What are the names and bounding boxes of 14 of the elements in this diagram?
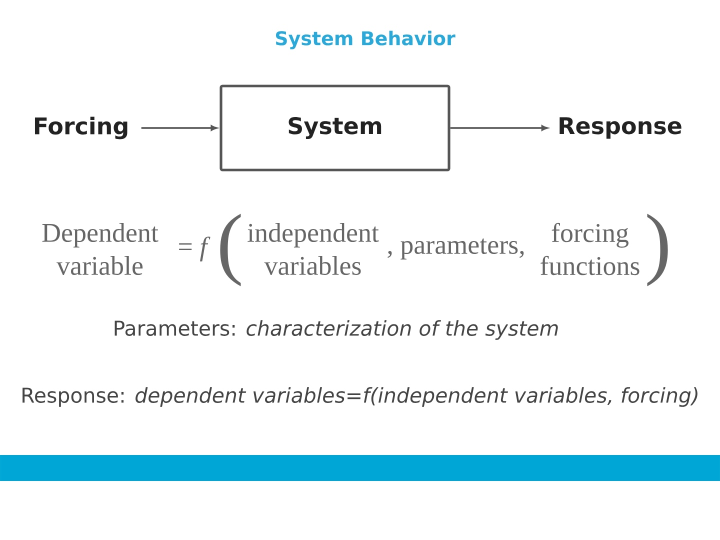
process-box: System xyxy=(220,84,450,172)
equation-term: = f xyxy=(179,236,210,262)
arrow xyxy=(450,125,548,131)
parenthesis: ) xyxy=(647,214,668,286)
equation-term: forcing functions xyxy=(540,222,640,276)
title: System Behavior xyxy=(276,30,456,50)
node-label: Forcing xyxy=(34,116,128,140)
arrow xyxy=(141,125,218,131)
note-text: Parameters: characterization of the system xyxy=(114,320,558,340)
node-label: Response xyxy=(560,117,682,139)
equation-term: Dependent variable xyxy=(42,223,158,275)
equation-term: independent variables xyxy=(248,223,379,275)
equation-term: , parameters, xyxy=(388,238,524,260)
note-text: Response: dependent variables=f(independent variables, forcing) xyxy=(22,387,698,407)
